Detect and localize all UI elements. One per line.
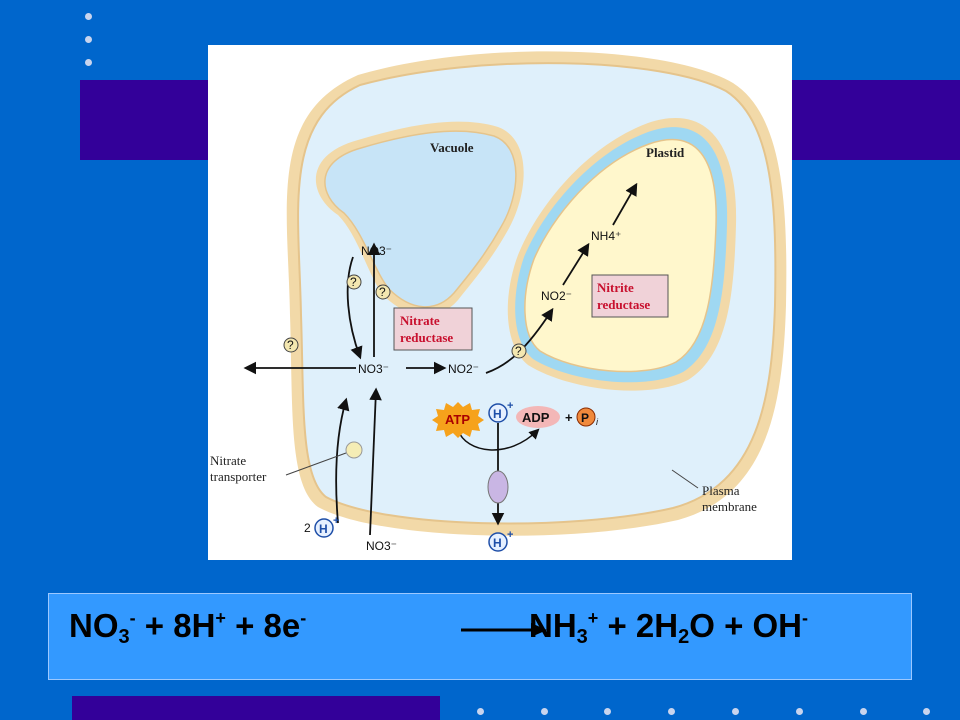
svg-text:H: H — [319, 522, 328, 536]
svg-text:+: + — [333, 515, 339, 527]
nitrite-cytosol-label: NO2⁻ — [448, 362, 479, 376]
svg-text:?: ? — [379, 285, 386, 299]
nitrate-transporter-label-2: transporter — [210, 469, 267, 484]
nitrate-assimilation-diagram: Vacuole Plastid Nitrate reductase Nitrit… — [208, 45, 792, 560]
equation-reactants: NO3- + 8H+ + 8e- — [69, 607, 307, 648]
nitrate-vacuole-label: NO3⁻ — [361, 244, 392, 258]
equation-products: NH3+ + 2H2O + OH- — [529, 607, 809, 648]
phosphate-icon: P i — [576, 407, 599, 427]
nitrate-reductase-label-1: Nitrate — [400, 313, 440, 328]
nitrite-reductase-label-1: Nitrite — [597, 280, 634, 295]
svg-text:H: H — [493, 536, 502, 550]
plasma-membrane-leader — [671, 469, 699, 489]
adp-icon: ADP — [516, 406, 560, 428]
vacuole-label: Vacuole — [430, 140, 474, 155]
equation-box: NO3- + 8H+ + 8e- NH3+ + 2H2O + OH- — [48, 593, 912, 680]
decor-dot — [668, 708, 675, 715]
nitrate-transporter-icon — [345, 441, 363, 459]
nitrite-reductase-label-2: reductase — [597, 297, 650, 312]
decor-dot — [85, 36, 92, 43]
nitrite-to-ammonium-arrow — [562, 242, 590, 286]
nitrate-outside-label: NO3⁻ — [366, 539, 397, 553]
svg-text:H: H — [493, 407, 502, 421]
unknown-transporter-3: ? — [375, 284, 391, 300]
nitrate-transporter-leader — [285, 452, 347, 476]
unknown-transporter-1: ? — [283, 337, 299, 353]
proton-outside-icon-2: H + — [488, 529, 513, 552]
plastid-label: Plastid — [646, 145, 685, 160]
unknown-transporter-2: ? — [346, 274, 362, 290]
nitrate-reductase-label-2: reductase — [400, 330, 453, 345]
decor-dot — [796, 708, 803, 715]
nitrite-plastid-label: NO2⁻ — [541, 289, 572, 303]
proton-icon: H + — [488, 400, 513, 423]
nitrate-reductase-box — [393, 307, 473, 351]
svg-text:?: ? — [515, 344, 522, 358]
ammonium-label: NH4⁺ — [591, 229, 621, 243]
reaction-arrow — [461, 623, 547, 637]
ammonium-assimilation-arrow — [612, 182, 638, 226]
footer-band — [72, 696, 440, 720]
svg-text:+: + — [507, 400, 513, 412]
svg-text:i: i — [596, 417, 599, 427]
svg-text:P: P — [581, 411, 589, 425]
plus-sign: + — [565, 410, 573, 425]
proton-count: 2 — [304, 521, 311, 535]
vacuole-efflux-arrow — [346, 256, 363, 360]
decor-dot — [85, 13, 92, 20]
nitrate-transporter-label-1: Nitrate — [210, 453, 246, 468]
atp-hydrolysis-arrow — [457, 428, 540, 451]
svg-text:?: ? — [350, 275, 357, 289]
decor-dot — [860, 708, 867, 715]
proton-outside-icon-1: H + — [314, 515, 339, 538]
plasma-membrane-label-2: membrane — [702, 499, 757, 514]
unknown-transporter-4: ? — [511, 343, 527, 359]
decor-dot — [923, 708, 930, 715]
decor-dot — [732, 708, 739, 715]
nitrite-reductase-box — [591, 274, 669, 318]
decor-dot — [85, 59, 92, 66]
atp-label: ATP — [445, 412, 470, 427]
atp-icon: ATP — [432, 402, 484, 438]
decor-dot — [604, 708, 611, 715]
nitrate-uptake-arrow — [369, 387, 382, 536]
decor-dot — [477, 708, 484, 715]
nitrate-cytosol-label: NO3⁻ — [358, 362, 389, 376]
decor-dot — [541, 708, 548, 715]
adp-label: ADP — [522, 410, 550, 425]
plasma-membrane-label-1: Plasma — [702, 483, 740, 498]
svg-text:+: + — [507, 529, 513, 541]
svg-text:?: ? — [287, 338, 294, 352]
proton-pump-icon — [487, 470, 509, 504]
